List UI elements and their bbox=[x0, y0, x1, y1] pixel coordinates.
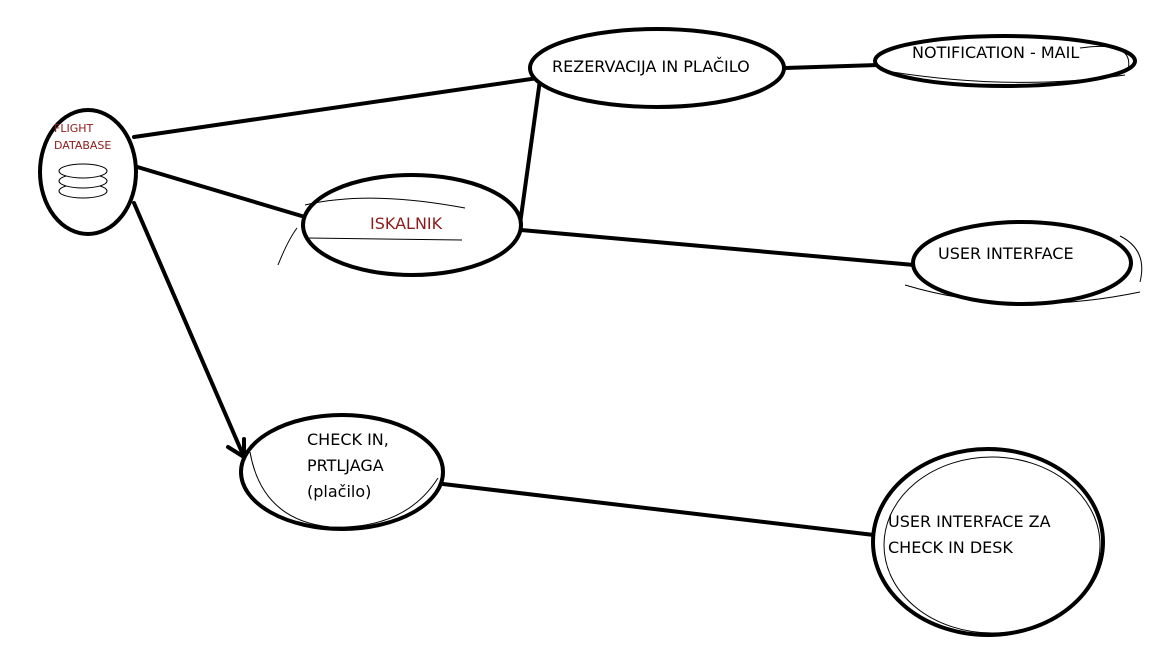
iskalnik-label: ISKALNIK bbox=[370, 214, 443, 233]
edge-iskalnik-user-interface bbox=[519, 228, 916, 267]
edge-rezervacija-notification bbox=[783, 63, 880, 70]
sketch-notification bbox=[879, 45, 1130, 83]
sketch-ui-check-in-desk bbox=[883, 456, 1101, 634]
edge-database-check-in bbox=[132, 201, 246, 459]
node-ui-check-in-desk-shape bbox=[871, 447, 1105, 637]
check-in-label-1: CHECK IN, bbox=[307, 430, 389, 449]
edge-check-in-ui-desk bbox=[441, 482, 876, 537]
check-in-label-2: PRTLJAGA bbox=[307, 456, 384, 475]
node-notification-shape bbox=[873, 34, 1137, 88]
edge-iskalnik-rezervacija bbox=[518, 78, 542, 226]
flight-database-label-1: FLIGHT bbox=[54, 122, 94, 135]
edge-database-rezervacija bbox=[132, 76, 540, 139]
ui-check-in-desk-label-1: USER INTERFACE ZA bbox=[888, 512, 1051, 531]
edge-database-iskalnik bbox=[132, 164, 307, 219]
node-iskalnik-shape bbox=[301, 173, 523, 277]
sketch-check-in bbox=[249, 451, 439, 528]
check-in-label-3: (plačilo) bbox=[307, 482, 372, 501]
sketch-user-interface bbox=[904, 235, 1143, 304]
notification-label: NOTIFICATION - MAIL bbox=[912, 43, 1080, 62]
database-icon bbox=[58, 163, 108, 199]
node-check-in-shape bbox=[239, 413, 445, 531]
flight-database-label-2: DATABASE bbox=[54, 139, 112, 152]
user-interface-label: USER INTERFACE bbox=[938, 244, 1074, 263]
node-user-interface-shape bbox=[911, 220, 1133, 306]
node-rezervacija-shape bbox=[528, 27, 786, 109]
sketch-iskalnik bbox=[277, 197, 466, 266]
rezervacija-label: REZERVACIJA IN PLAČILO bbox=[552, 57, 750, 76]
ui-check-in-desk-label-2: CHECK IN DESK bbox=[888, 538, 1013, 557]
